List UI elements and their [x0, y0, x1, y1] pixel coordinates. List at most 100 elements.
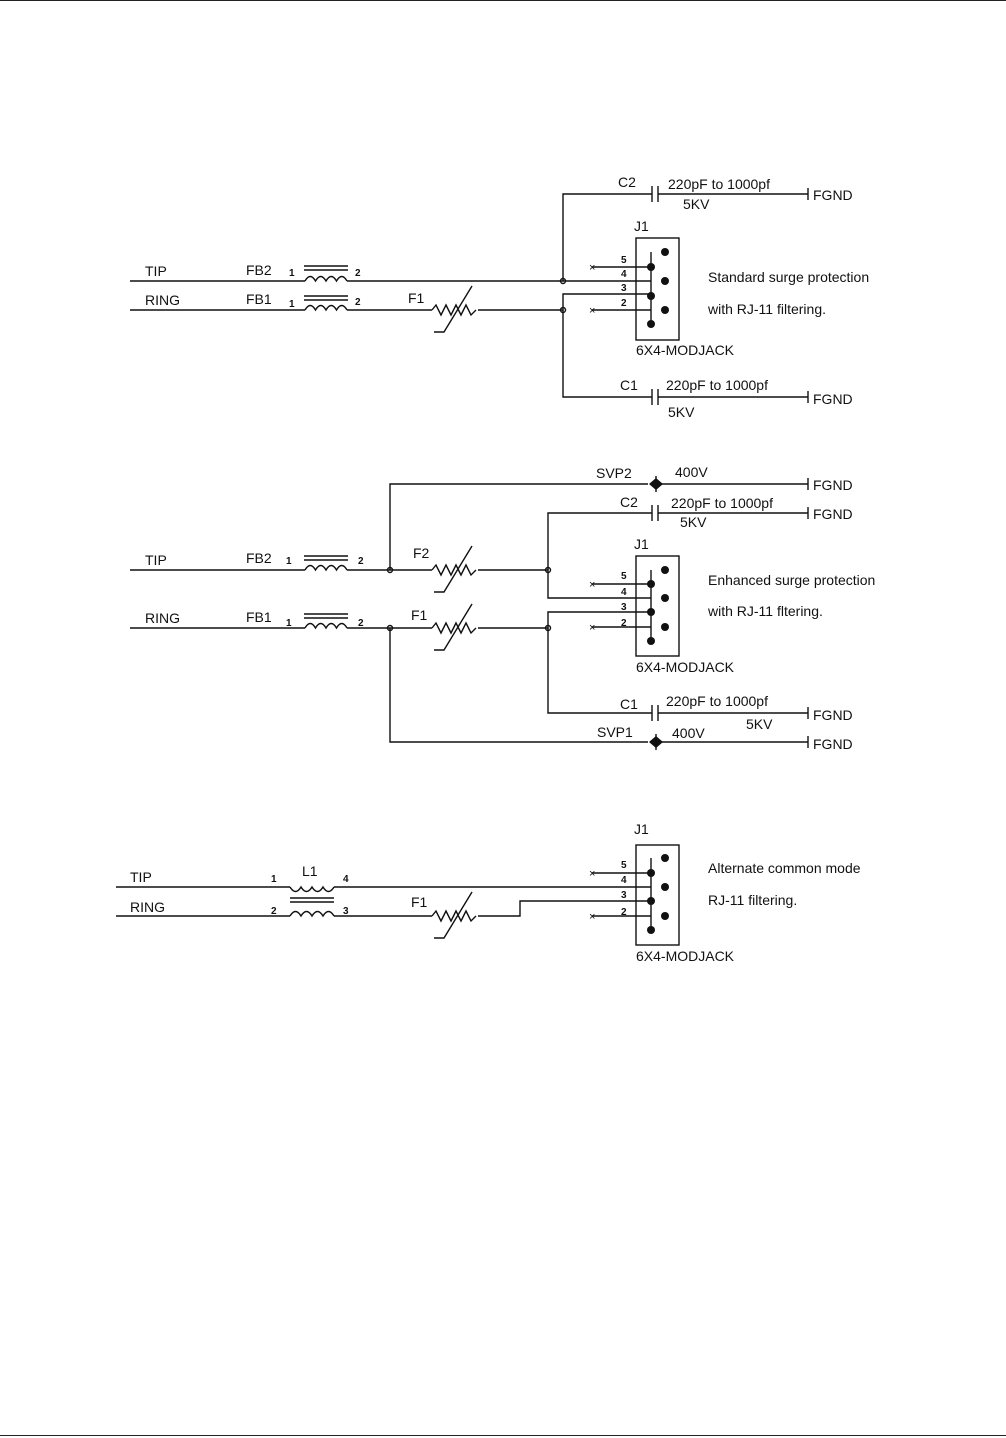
- description-line: with RJ-11 fltering.: [707, 603, 823, 619]
- jack-contact: [661, 594, 669, 602]
- c1-value: 220pF to 1000pf: [666, 377, 768, 393]
- node: [386, 566, 394, 574]
- node: [544, 566, 552, 574]
- jack-contact: [647, 897, 655, 905]
- pin-number: 3: [343, 906, 349, 917]
- jack-pin-number: 4: [621, 587, 627, 598]
- jack-contact: [647, 869, 655, 877]
- jack-pin-leads: [592, 570, 652, 641]
- pin-number: 1: [286, 618, 292, 629]
- c1-branch: [547, 628, 809, 719]
- c2-label: C2: [618, 174, 636, 190]
- c1-label: C1: [620, 377, 638, 393]
- modjack-j1-body: [635, 237, 680, 341]
- bottom-rule: [0, 1435, 1006, 1436]
- c1-branch: [562, 310, 809, 403]
- jack-pin-number: 2: [621, 907, 627, 918]
- jack-contact: [647, 580, 655, 588]
- fuse-f1-label: F1: [408, 290, 425, 306]
- fuse-f1-symbol: [431, 891, 477, 939]
- jack-contact: [647, 263, 655, 271]
- pin-number: 2: [355, 268, 361, 279]
- fgnd-label: FGND: [813, 506, 853, 522]
- fb2-coil: [304, 555, 348, 572]
- fb2-label: FB2: [246, 262, 272, 278]
- ring-wire: [130, 611, 636, 629]
- pin-number: 2: [358, 556, 364, 567]
- svp1-label: SVP1: [597, 724, 633, 740]
- circuit-standard: × × TIP RING FB2 FB1 1 2 1 2 F1 C2 220pF…: [130, 174, 869, 420]
- fuse-f1-symbol: [431, 603, 477, 651]
- node: [544, 624, 552, 632]
- jack-pin-number: 3: [621, 283, 627, 294]
- jack-contact: [661, 566, 669, 574]
- no-connect-mark: ×: [589, 868, 595, 880]
- jack-pin-number: 5: [621, 255, 627, 266]
- top-rule: [0, 0, 1006, 1]
- no-connect-mark: ×: [589, 622, 595, 634]
- fgnd-label: FGND: [813, 391, 853, 407]
- node-ring: [559, 306, 567, 314]
- cap-c2-symbol: [651, 505, 659, 521]
- l1-coil-bottom: [289, 910, 335, 918]
- cap-c1-symbol: [651, 389, 659, 405]
- tip-label: TIP: [130, 869, 152, 885]
- svp2-label: SVP2: [596, 465, 632, 481]
- c2-branch: [562, 188, 809, 281]
- jack-pin-leads: [592, 252, 652, 324]
- jack-pin-number: 3: [621, 602, 627, 613]
- j1-label: J1: [634, 536, 649, 552]
- ring-label: RING: [145, 292, 180, 308]
- fgnd-label: FGND: [813, 736, 853, 752]
- jack-contact: [647, 320, 655, 328]
- svp1-branch: [389, 628, 809, 748]
- ring-wire: [116, 900, 636, 917]
- pin-number: 1: [289, 299, 295, 310]
- c1-voltage: 5KV: [668, 404, 695, 420]
- c2-value: 220pF to 1000pf: [668, 176, 770, 192]
- fuse-f1-label: F1: [411, 894, 428, 910]
- svp1-voltage: 400V: [672, 725, 705, 741]
- c2-value: 220pF to 1000pf: [671, 495, 773, 511]
- jack-pin-number: 2: [621, 298, 627, 309]
- jack-pin-number: 2: [621, 618, 627, 629]
- svp2-branch: [389, 478, 809, 570]
- l1-coil-top: [289, 885, 335, 893]
- cap-c2-symbol: [651, 186, 659, 202]
- description-line: with RJ-11 filtering.: [707, 301, 826, 317]
- l1-label: L1: [302, 863, 318, 879]
- pin-number: 4: [343, 874, 349, 885]
- jack-contact: [661, 912, 669, 920]
- fb1-label: FB1: [246, 609, 272, 625]
- fb1-coil: [304, 613, 348, 630]
- jack-contact: [661, 277, 669, 285]
- pin-number: 2: [358, 618, 364, 629]
- fgnd-label: FGND: [813, 707, 853, 723]
- fb2-coil: [304, 265, 348, 283]
- fgnd-label: FGND: [813, 187, 853, 203]
- jack-pin-number: 4: [621, 875, 627, 886]
- no-connect-mark: ×: [589, 262, 595, 274]
- modjack-j1-body: [635, 555, 680, 657]
- l1-core: [290, 897, 334, 903]
- pin-number: 2: [271, 906, 277, 917]
- node-tip: [559, 277, 567, 285]
- tip-label: TIP: [145, 263, 167, 279]
- jack-contact: [647, 637, 655, 645]
- description-line: Standard surge protection: [708, 269, 869, 285]
- node: [386, 624, 394, 632]
- no-connect-mark: ×: [589, 305, 595, 317]
- modjack-label: 6X4-MODJACK: [636, 659, 735, 675]
- jack-contact: [661, 306, 669, 314]
- jack-contact: [647, 292, 655, 300]
- fgnd-label: FGND: [813, 477, 853, 493]
- jack-pin-number: 5: [621, 571, 627, 582]
- fuse-f2-label: F2: [413, 545, 430, 561]
- jack-pin-leads: [592, 858, 652, 930]
- c2-voltage: 5KV: [683, 196, 710, 212]
- modjack-label: 6X4-MODJACK: [636, 342, 735, 358]
- fb2-label: FB2: [246, 550, 272, 566]
- jack-pin-number: 3: [621, 890, 627, 901]
- c1-voltage: 5KV: [746, 716, 773, 732]
